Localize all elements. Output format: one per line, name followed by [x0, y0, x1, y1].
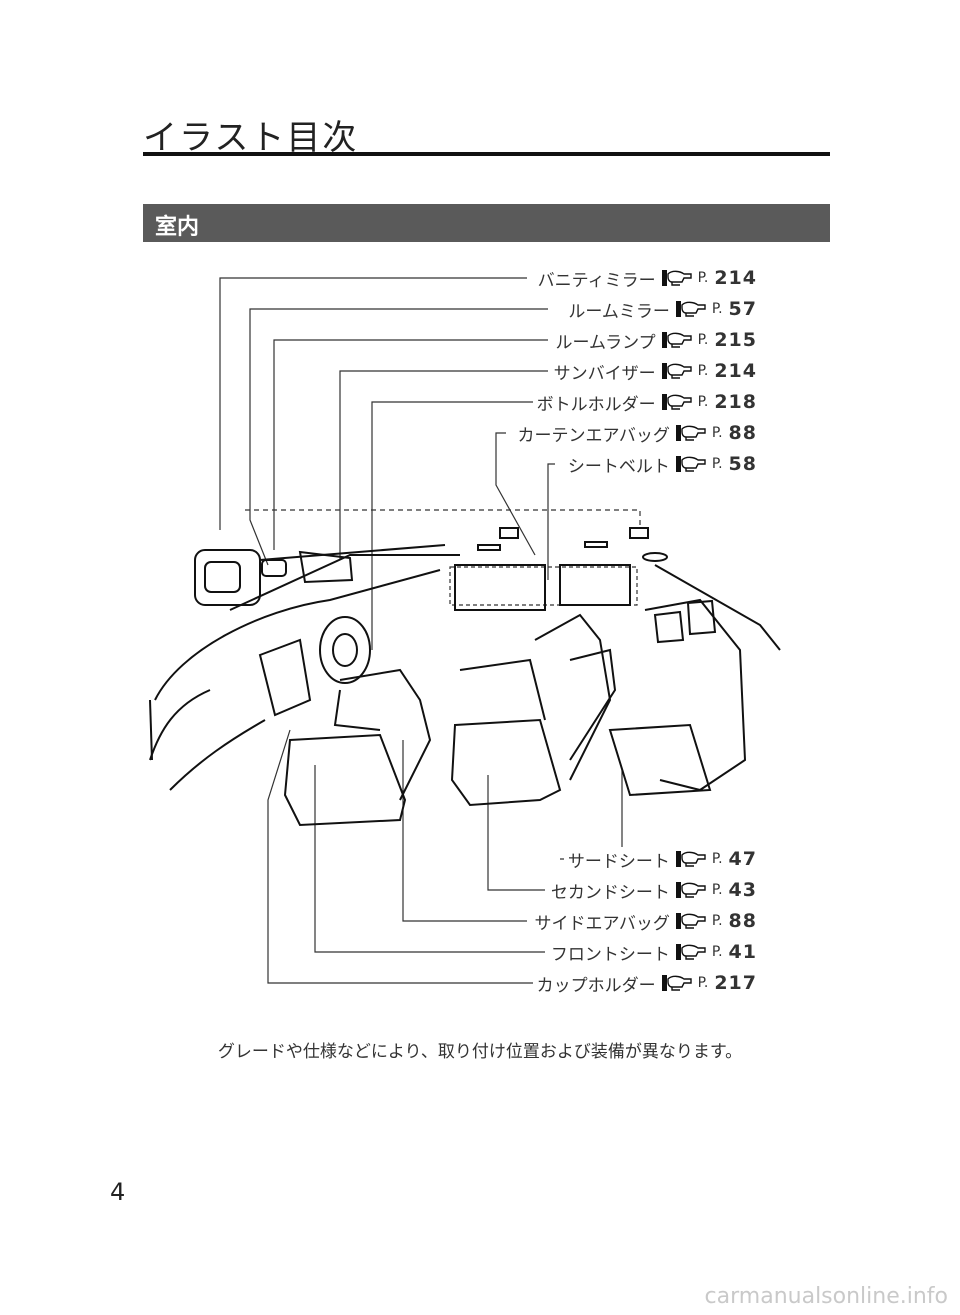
leader-sun-visor — [339, 370, 548, 560]
pointing-hand-book-icon — [675, 300, 706, 318]
leader-front-seat — [314, 765, 545, 953]
callout-label: サンバイザー — [549, 358, 662, 384]
pointing-hand-book-icon — [675, 943, 706, 961]
callout-label: サイドエアバッグ — [530, 908, 676, 934]
pointing-hand-book-icon — [661, 362, 692, 380]
page-prefix: P. — [711, 882, 723, 898]
leader-second-seat — [487, 775, 545, 891]
page-number-ref[interactable]: 41 — [728, 941, 757, 963]
callout-label: カーテンエアバッグ — [513, 420, 676, 446]
pointing-hand-book-icon — [661, 331, 692, 349]
leader-side-airbag — [402, 740, 527, 922]
car-interior-art — [149, 527, 781, 827]
leader-seat-belt — [547, 463, 555, 580]
footnote: グレードや仕様などにより、取り付け位置および装備が異なります。 — [217, 1042, 743, 1062]
page-number: 4 — [110, 1178, 126, 1206]
leader-room-lamp — [273, 339, 548, 550]
pointing-hand-book-icon — [661, 393, 692, 411]
callout-label: フロントシート — [546, 939, 676, 965]
pointing-hand-book-icon — [661, 269, 692, 287]
callout-curtain-airbag: カーテンエアバッグ P. 88 — [513, 420, 758, 446]
page-prefix: P. — [711, 301, 723, 317]
page-prefix: P. — [697, 270, 709, 286]
callout-label: サードシート — [563, 846, 676, 872]
page-prefix: P. — [711, 913, 723, 929]
page-prefix: P. — [711, 851, 723, 867]
pointing-hand-book-icon — [661, 974, 692, 992]
pointing-hand-book-icon — [675, 850, 706, 868]
pointing-hand-book-icon — [675, 424, 706, 442]
section-header: 室内 — [143, 204, 830, 242]
pointing-hand-book-icon — [675, 455, 706, 473]
page-prefix: P. — [697, 363, 709, 379]
pointing-hand-book-icon — [675, 881, 706, 899]
callout-cup-holder: カップホルダー P. 217 — [532, 970, 757, 996]
callout-side-airbag: サイドエアバッグ P. 88 — [530, 908, 758, 934]
leader-room-mirror — [249, 308, 548, 566]
page-number-ref[interactable]: 47 — [728, 848, 757, 870]
section-title: 室内 — [155, 215, 200, 240]
page-prefix: P. — [711, 425, 723, 441]
page-number-ref[interactable]: 58 — [728, 453, 757, 475]
page-prefix: P. — [697, 975, 709, 991]
watermark: carmanualsonline.info — [704, 1284, 948, 1309]
callout-label: バニティミラー — [533, 265, 662, 291]
callout-label: セカンドシート — [546, 877, 676, 903]
callout-seat-belt: シートベルト P. 58 — [563, 451, 757, 477]
page-number-ref[interactable]: 88 — [728, 422, 757, 444]
leader-cup-holder — [267, 729, 537, 984]
headliner-dashed-line — [245, 509, 641, 525]
pointing-hand-book-icon — [675, 912, 706, 930]
page-number-ref[interactable]: 215 — [714, 329, 757, 351]
callout-label: ルームミラー — [564, 296, 676, 322]
callout-front-seat: フロントシート P. 41 — [546, 939, 757, 965]
page-prefix: P. — [697, 394, 709, 410]
title-rule — [143, 152, 830, 156]
callout-bottle-holder: ボトルホルダー P. 218 — [532, 389, 757, 415]
leader-vanity-mirror — [219, 277, 527, 530]
page-prefix: P. — [697, 332, 709, 348]
headliner-dashed-box — [449, 566, 638, 606]
callout-room-mirror: ルームミラー P. 57 — [564, 296, 757, 322]
page-number-ref[interactable]: 43 — [728, 879, 757, 901]
page-number-ref[interactable]: 214 — [714, 360, 757, 382]
callout-vanity-mirror: バニティミラー P. 214 — [533, 265, 757, 291]
page-number-ref[interactable]: 88 — [728, 910, 757, 932]
callout-label: シートベルト — [563, 451, 676, 477]
callout-third-seat: サードシート P. 47 — [563, 846, 757, 872]
page-number-ref[interactable]: 218 — [714, 391, 757, 413]
page-number-ref[interactable]: 214 — [714, 267, 757, 289]
callout-label: ルームランプ — [551, 327, 662, 353]
page-number-ref[interactable]: 57 — [728, 298, 757, 320]
callout-second-seat: セカンドシート P. 43 — [546, 877, 757, 903]
callout-label: カップホルダー — [532, 970, 662, 996]
callout-sun-visor: サンバイザー P. 214 — [549, 358, 757, 384]
leader-bottle-holder — [371, 401, 537, 650]
page-title: イラスト目次 — [143, 118, 359, 158]
page-prefix: P. — [711, 944, 723, 960]
page-prefix: P. — [711, 456, 723, 472]
page-number-ref[interactable]: 217 — [714, 972, 757, 994]
leader-curtain-airbag — [495, 432, 536, 556]
callout-room-lamp: ルームランプ P. 215 — [551, 327, 757, 353]
callout-label: ボトルホルダー — [532, 389, 662, 415]
